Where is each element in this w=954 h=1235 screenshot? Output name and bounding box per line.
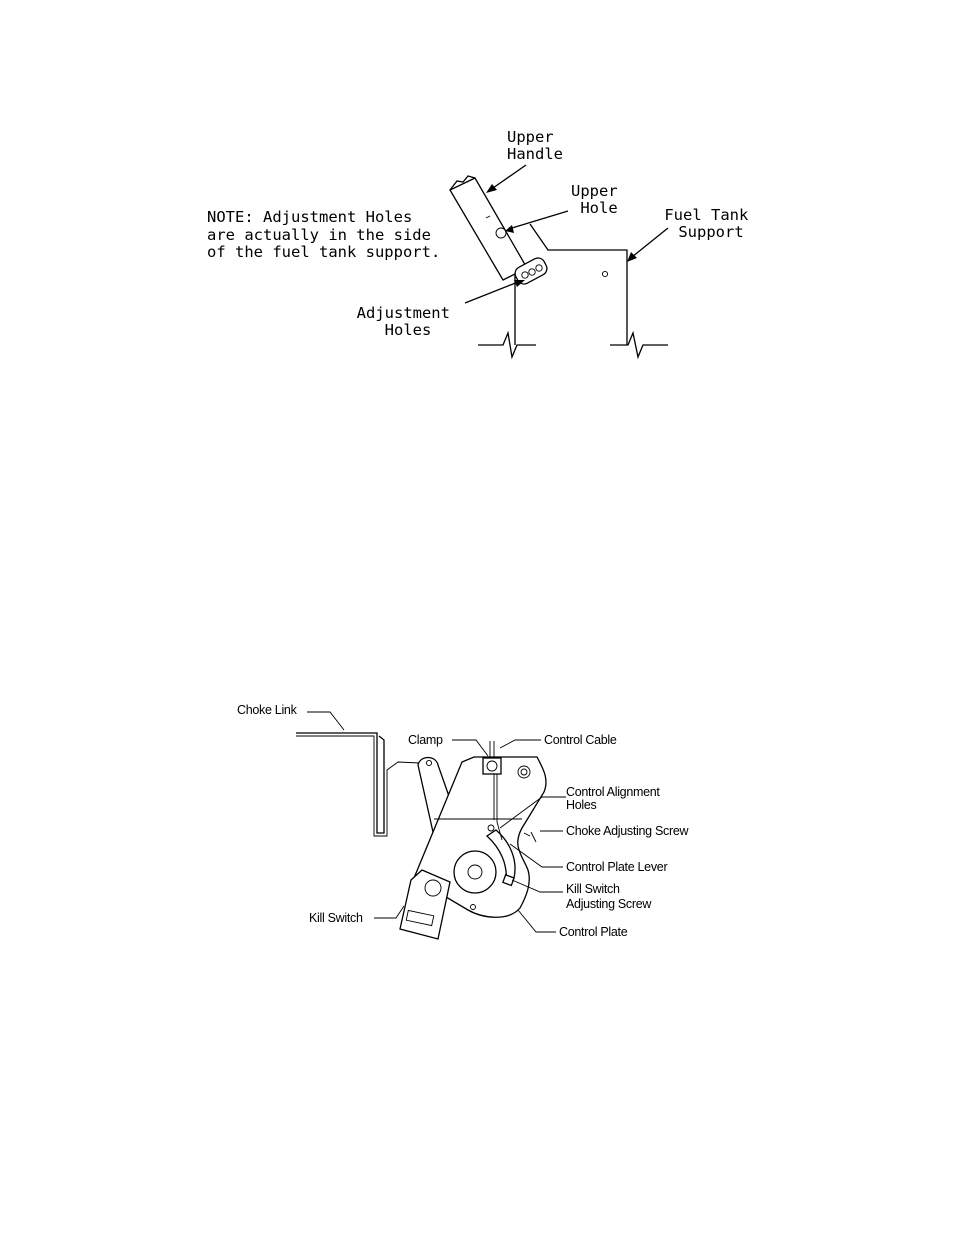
- kill-switch-adjusting-screw-label: Kill Switch Adjusting Screw: [566, 882, 652, 911]
- clamp-label: Clamp: [408, 733, 443, 747]
- adjustment-note: NOTE: Adjustment Holes are actually in t…: [207, 208, 440, 261]
- upper-hole-label: Upper Hole: [571, 182, 627, 217]
- handle-adjustment-diagram: Upper Handle Upper Hole Fuel Tank Suppor…: [207, 128, 758, 357]
- choke-link-drawing: [296, 733, 426, 836]
- control-alignment-holes-label: Control Alignment Holes: [566, 785, 663, 812]
- choke-link-label: Choke Link: [237, 703, 298, 717]
- kill-switch-drawing: [400, 870, 450, 939]
- kill-switch-label: Kill Switch: [309, 911, 363, 925]
- upper-handle-label: Upper Handle: [507, 128, 563, 163]
- adjustment-holes-label: Adjustment Holes: [357, 304, 460, 339]
- control-plate-diagram: Choke Link Clamp Control Cable Control A…: [237, 703, 690, 939]
- choke-adjusting-screw-label: Choke Adjusting Screw: [566, 824, 690, 838]
- control-plate-label: Control Plate: [559, 925, 628, 939]
- control-cable-label: Control Cable: [544, 733, 617, 747]
- control-plate-lever-label: Control Plate Lever: [566, 860, 667, 874]
- fuel-tank-support-label: Fuel Tank Support: [664, 206, 757, 241]
